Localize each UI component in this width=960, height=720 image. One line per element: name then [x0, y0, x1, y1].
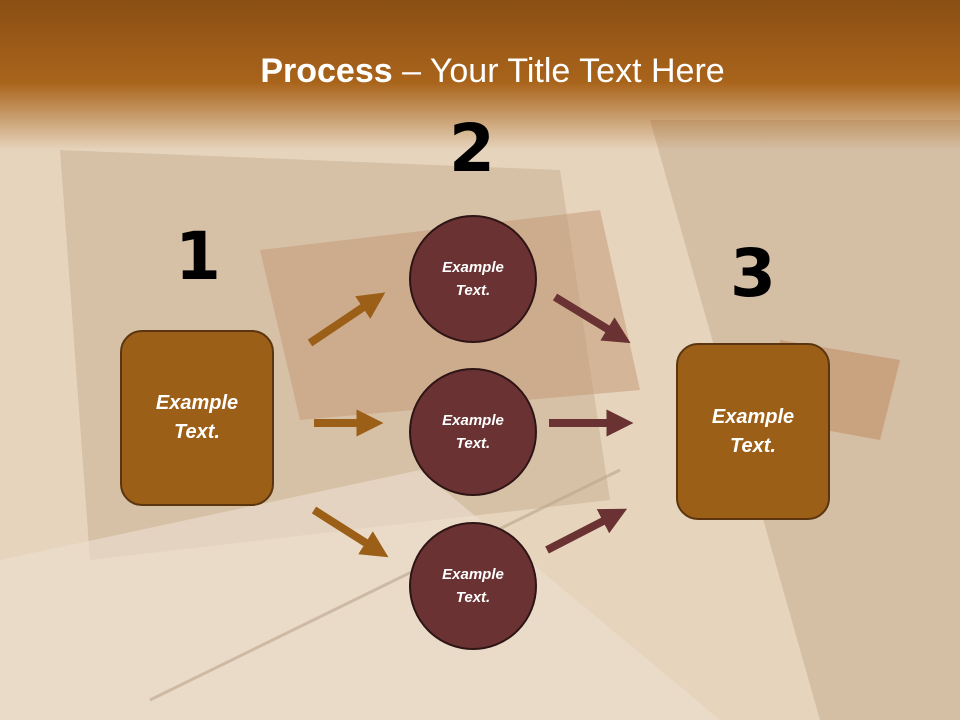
- title-band: [0, 0, 960, 150]
- step-2-circle-middle-label: Example Text.: [442, 412, 504, 452]
- step-number-2: 2: [449, 110, 495, 187]
- arrow-top-to-3: [552, 293, 631, 344]
- step-1-box: Example Text.: [120, 330, 274, 506]
- step-number-3: 3: [730, 235, 776, 312]
- step-2-circle-top: Example Text.: [409, 215, 537, 343]
- step-2-circle-bottom-label: Example Text.: [442, 566, 504, 606]
- slide-title: Process – Your Title Text Here: [0, 52, 960, 91]
- step-1-label: Example Text.: [155, 392, 239, 443]
- title-bold: Process: [260, 52, 393, 90]
- step-2-circle-middle: Example Text.: [409, 368, 537, 496]
- arrow-1-to-bottom: [311, 506, 389, 558]
- step-number-1: 1: [175, 218, 221, 295]
- arrow-bottom-to-3: [545, 508, 628, 554]
- step-2-circle-bottom: Example Text.: [409, 522, 537, 650]
- step-3-box: Example Text.: [676, 343, 830, 520]
- title-rest: – Your Title Text Here: [392, 52, 725, 90]
- arrow-1-to-top: [307, 292, 386, 347]
- step-3-label: Example Text.: [711, 405, 795, 457]
- step-2-circle-top-label: Example Text.: [442, 259, 504, 299]
